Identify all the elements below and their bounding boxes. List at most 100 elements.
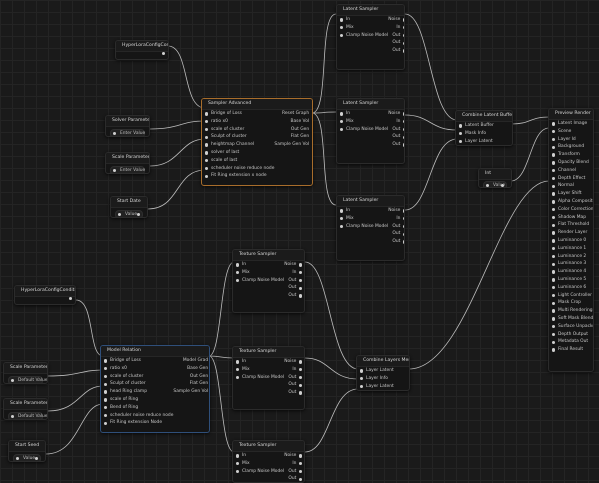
input-socket[interactable] bbox=[552, 223, 556, 227]
output-slot[interactable]: Out bbox=[388, 223, 404, 231]
output-socket[interactable] bbox=[403, 49, 404, 53]
input-slot[interactable]: scale of last bbox=[202, 157, 274, 165]
solver-parameter-node[interactable]: Solver Parameter Enter Value bbox=[105, 115, 150, 137]
input-slot[interactable]: Normal bbox=[549, 182, 593, 190]
input-slot[interactable]: In bbox=[233, 261, 284, 269]
input-slot[interactable]: Clamp Noise Model bbox=[337, 223, 388, 231]
input-slot[interactable]: Metadata Out bbox=[549, 338, 593, 346]
output-slot[interactable]: Out Gen bbox=[173, 373, 209, 381]
input-slot[interactable]: Background bbox=[549, 143, 593, 151]
input-socket[interactable] bbox=[552, 153, 556, 157]
output-socket[interactable] bbox=[299, 477, 303, 481]
output-socket[interactable] bbox=[403, 240, 404, 244]
input-slot[interactable]: Luminance 5 bbox=[549, 276, 593, 284]
output-slot[interactable]: Out bbox=[284, 468, 304, 476]
input-slot[interactable]: Latent Buffer bbox=[456, 122, 512, 130]
output-socket[interactable] bbox=[299, 263, 303, 267]
input-socket[interactable] bbox=[360, 384, 364, 389]
input-slot[interactable]: Sculpt of cluster bbox=[202, 133, 274, 141]
input-slot[interactable]: scale of cluster bbox=[202, 126, 274, 134]
input-socket[interactable] bbox=[104, 421, 108, 425]
input-socket[interactable] bbox=[205, 135, 209, 139]
output-slot[interactable]: Noise bbox=[284, 261, 304, 269]
input-slot[interactable]: Mix bbox=[233, 366, 284, 374]
value-widget[interactable]: Value bbox=[115, 210, 143, 217]
socket[interactable] bbox=[118, 212, 122, 216]
input-slot[interactable]: Mask Crop bbox=[549, 299, 593, 307]
input-socket[interactable] bbox=[340, 33, 344, 38]
input-slot[interactable]: Scene bbox=[549, 128, 593, 136]
output-slot[interactable]: Out bbox=[388, 126, 404, 134]
input-slot[interactable]: head Ring clamp bbox=[101, 388, 173, 396]
input-socket[interactable] bbox=[205, 158, 209, 163]
output-slot[interactable]: Noise bbox=[284, 452, 304, 460]
scale-parameter-node-top[interactable]: Scale Parameter Enter Value bbox=[105, 152, 150, 174]
input-socket[interactable] bbox=[360, 376, 364, 381]
socket[interactable] bbox=[113, 131, 117, 135]
input-slot[interactable]: In bbox=[233, 452, 284, 460]
input-socket[interactable] bbox=[236, 375, 240, 380]
input-slot[interactable]: Mask Info bbox=[456, 130, 512, 138]
value-widget[interactable]: Default Value bbox=[8, 376, 47, 383]
input-socket[interactable] bbox=[552, 215, 556, 220]
input-socket[interactable] bbox=[340, 209, 344, 213]
input-slot[interactable]: Clamp Noise Model bbox=[337, 32, 388, 40]
input-slot[interactable]: scale of Ring bbox=[101, 396, 173, 404]
input-slot[interactable]: Render Layer bbox=[549, 229, 593, 237]
input-socket[interactable] bbox=[205, 143, 209, 147]
input-socket[interactable] bbox=[104, 359, 108, 363]
input-slot[interactable]: In bbox=[337, 16, 388, 24]
input-slot[interactable]: Mix bbox=[337, 118, 388, 126]
output-slot[interactable]: Model Grad bbox=[173, 357, 209, 365]
scale-parameter-node-bottom-2[interactable]: Scale Parameter Default Value bbox=[3, 398, 48, 420]
output-slot[interactable]: Sample Gen Vol bbox=[173, 388, 209, 396]
output-socket[interactable] bbox=[403, 119, 404, 124]
output-socket[interactable] bbox=[299, 360, 303, 364]
input-socket[interactable] bbox=[552, 176, 556, 181]
socket[interactable] bbox=[34, 456, 38, 460]
output-slot[interactable]: Flat Gen bbox=[173, 380, 209, 388]
int-value-node[interactable]: Int Value bbox=[478, 168, 512, 188]
output-socket[interactable] bbox=[403, 25, 404, 30]
input-socket[interactable] bbox=[552, 324, 556, 329]
input-socket[interactable] bbox=[552, 122, 556, 126]
socket[interactable] bbox=[11, 378, 15, 382]
input-socket[interactable] bbox=[205, 112, 209, 116]
output-socket[interactable] bbox=[299, 469, 303, 474]
input-socket[interactable] bbox=[552, 332, 556, 337]
input-slot[interactable]: Clamp Noise Model bbox=[233, 374, 284, 382]
input-slot[interactable]: Mix bbox=[337, 215, 388, 223]
input-socket[interactable] bbox=[459, 124, 463, 128]
input-socket[interactable] bbox=[236, 367, 240, 372]
output-slot[interactable]: Base Gen bbox=[173, 365, 209, 373]
output-slot[interactable]: Out bbox=[284, 284, 304, 292]
output-socket[interactable] bbox=[403, 224, 404, 229]
output-slot[interactable]: Flat Gen bbox=[274, 133, 312, 141]
output-socket[interactable] bbox=[311, 135, 312, 139]
input-slot[interactable]: Clamp Noise Model bbox=[233, 277, 284, 285]
output-slot[interactable]: In bbox=[284, 269, 304, 277]
input-socket[interactable] bbox=[340, 127, 344, 132]
output-socket[interactable] bbox=[68, 297, 72, 301]
input-socket[interactable] bbox=[205, 119, 209, 124]
input-slot[interactable]: Clamp Noise Model bbox=[337, 126, 388, 134]
input-socket[interactable] bbox=[104, 390, 108, 394]
output-slot[interactable]: Base Vol bbox=[274, 118, 312, 126]
output-socket[interactable] bbox=[299, 367, 303, 372]
output-socket[interactable] bbox=[299, 454, 303, 458]
input-socket[interactable] bbox=[236, 360, 240, 364]
input-socket[interactable] bbox=[236, 454, 240, 458]
input-slot[interactable]: Luminance 4 bbox=[549, 268, 593, 276]
output-socket[interactable] bbox=[299, 270, 303, 275]
input-socket[interactable] bbox=[552, 317, 556, 321]
value-widget[interactable]: Enter Value bbox=[110, 129, 145, 136]
value-widget[interactable]: Value bbox=[483, 181, 507, 187]
output-slot[interactable]: Reset Graph bbox=[274, 110, 312, 118]
input-socket[interactable] bbox=[552, 285, 556, 290]
input-socket[interactable] bbox=[104, 366, 108, 371]
input-socket[interactable] bbox=[552, 340, 556, 344]
output-socket[interactable] bbox=[403, 112, 404, 116]
